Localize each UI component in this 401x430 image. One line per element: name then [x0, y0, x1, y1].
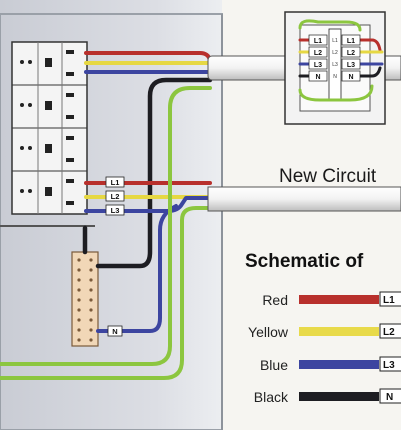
- wire-green-2: [0, 206, 212, 380]
- legend: Red L1 Yellow L2 Blue L3 Black N: [248, 291, 401, 405]
- wire-green-1: [0, 86, 212, 366]
- legend-label-yellow: Yellow: [248, 324, 289, 340]
- legend-row-blue: Blue L3: [260, 356, 401, 373]
- legend-tag-blue: L3: [383, 360, 395, 371]
- junction-terminals: L1 L2 L3 N L1 L2 L3 N L1 L2 L3 N: [308, 34, 361, 82]
- junction-box: L1 L2 L3 N L1 L2 L3 N L1 L2 L3 N: [284, 11, 386, 125]
- jb-right-l2: L2: [347, 50, 355, 57]
- jb-mid-l1: L1: [332, 38, 338, 44]
- jb-mid-l2: L2: [332, 50, 338, 56]
- jb-left-n: N: [315, 74, 320, 81]
- new-circuit-caption: New Circuit: [279, 166, 377, 187]
- jb-mid-l3: L3: [332, 62, 338, 68]
- panel-wires: [0, 51, 213, 380]
- panel-tag-l2: L2: [111, 192, 120, 201]
- legend-swatch-blue: [299, 360, 379, 369]
- neutral-bar-tag: N: [112, 327, 117, 336]
- jb-right-l3: L3: [347, 62, 355, 69]
- wire-black-upper: [95, 77, 213, 269]
- breaker-block: [11, 41, 88, 215]
- legend-row-black: Black N: [254, 388, 401, 405]
- jb-left-l3: L3: [314, 62, 322, 69]
- panel-tag-l3: L3: [111, 206, 120, 215]
- wire-blue-neutral: [96, 204, 178, 333]
- legend-label-red: Red: [262, 292, 288, 308]
- legend-tag-black: N: [386, 392, 393, 403]
- neutral-bar: [71, 251, 99, 347]
- legend-label-blue: Blue: [260, 357, 288, 373]
- panel-tag-l1: L1: [111, 178, 120, 187]
- new-circuit-conduit: [207, 186, 401, 212]
- jb-mid-n: N: [333, 74, 337, 80]
- jb-left-l2: L2: [314, 50, 322, 57]
- jb-right-l1: L1: [347, 38, 355, 45]
- legend-row-red: Red L1: [262, 291, 401, 308]
- legend-swatch-red: [299, 295, 379, 304]
- jb-left-l1: L1: [314, 38, 322, 45]
- legend-swatch-black: [299, 392, 379, 401]
- legend-swatch-yellow: [299, 327, 379, 336]
- legend-label-black: Black: [254, 389, 289, 405]
- schematic-heading: Schematic of: [245, 251, 364, 272]
- legend-tag-red: L1: [383, 295, 395, 306]
- legend-row-yellow: Yellow L2: [248, 323, 401, 340]
- legend-tag-yellow: L2: [383, 327, 395, 338]
- panel-feed-tags: L1 L2 L3 N: [105, 176, 125, 337]
- jb-right-n: N: [348, 74, 353, 81]
